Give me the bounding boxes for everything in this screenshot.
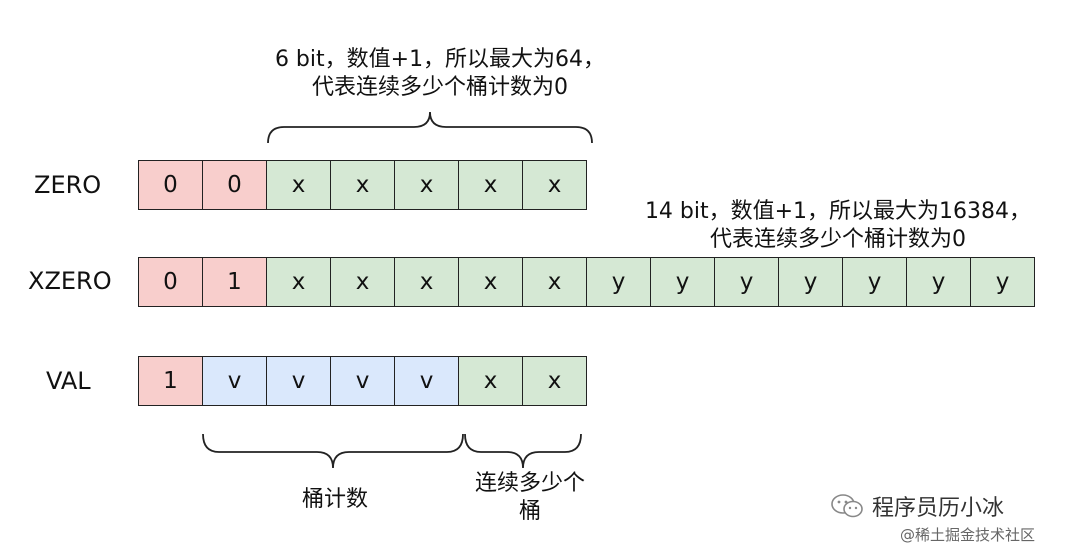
zero-annotation: 6 bit，数值+1，所以最大为64， 代表连续多少个桶计数为0 — [240, 46, 640, 102]
bit-cell-data: x — [458, 160, 523, 210]
bit-cell-data: x — [394, 257, 459, 307]
val-count-annotation: 桶计数 — [301, 487, 368, 512]
bit-cell-data: x — [522, 160, 587, 210]
bit-cell-data: x — [266, 257, 331, 307]
bit-cell-data: y — [714, 257, 779, 307]
bit-cell-data: y — [970, 257, 1035, 307]
val-count-brace — [202, 433, 464, 469]
row-label-val: VAL — [46, 367, 91, 395]
xzero-annotation: 14 bit，数值+1，所以最大为16384， 代表连续多少个桶计数为0 — [598, 198, 1078, 254]
bit-cell-data: x — [394, 160, 459, 210]
val-run-annotation-line1: 连续多少个 — [474, 471, 585, 496]
xzero-annotation-line2: 代表连续多少个桶计数为0 — [710, 227, 966, 252]
bit-cell-data: y — [778, 257, 843, 307]
bit-cell-data: x — [458, 356, 523, 406]
bit-cell-count: v — [266, 356, 331, 406]
zero-data-brace — [267, 111, 593, 144]
bit-cell-data: x — [522, 356, 587, 406]
val-run-annotation-line2: 桶 — [518, 499, 541, 524]
xzero-annotation-line1: 14 bit，数值+1，所以最大为16384， — [644, 199, 1032, 224]
bit-cell-prefix: 0 — [138, 257, 203, 307]
bit-cell-data: y — [586, 257, 651, 307]
bit-cell-count: v — [330, 356, 395, 406]
bit-cell-data: x — [522, 257, 587, 307]
bit-cell-count: v — [394, 356, 459, 406]
zero-annotation-line1: 6 bit，数值+1，所以最大为64， — [274, 47, 606, 72]
bit-cell-prefix: 0 — [202, 160, 267, 210]
bit-cell-data: y — [842, 257, 907, 307]
zero-annotation-line2: 代表连续多少个桶计数为0 — [312, 75, 568, 100]
watermark-account: 程序员历小冰 — [872, 496, 1005, 521]
bit-cell-data: x — [458, 257, 523, 307]
bit-cell-data: y — [906, 257, 971, 307]
val-run-annotation: 连续多少个 桶 — [455, 470, 605, 526]
row-label-zero: ZERO — [34, 171, 102, 199]
bit-cell-data: y — [650, 257, 715, 307]
watermark: 程序员历小冰 @稀土掘金技术社区 — [830, 490, 1075, 545]
val-run-brace — [464, 433, 582, 469]
bit-cell-prefix: 1 — [202, 257, 267, 307]
bit-cell-count: v — [202, 356, 267, 406]
watermark-site: @稀土掘金技术社区 — [900, 526, 1036, 544]
wechat-icon — [831, 494, 863, 518]
row-label-xzero: XZERO — [28, 267, 112, 295]
